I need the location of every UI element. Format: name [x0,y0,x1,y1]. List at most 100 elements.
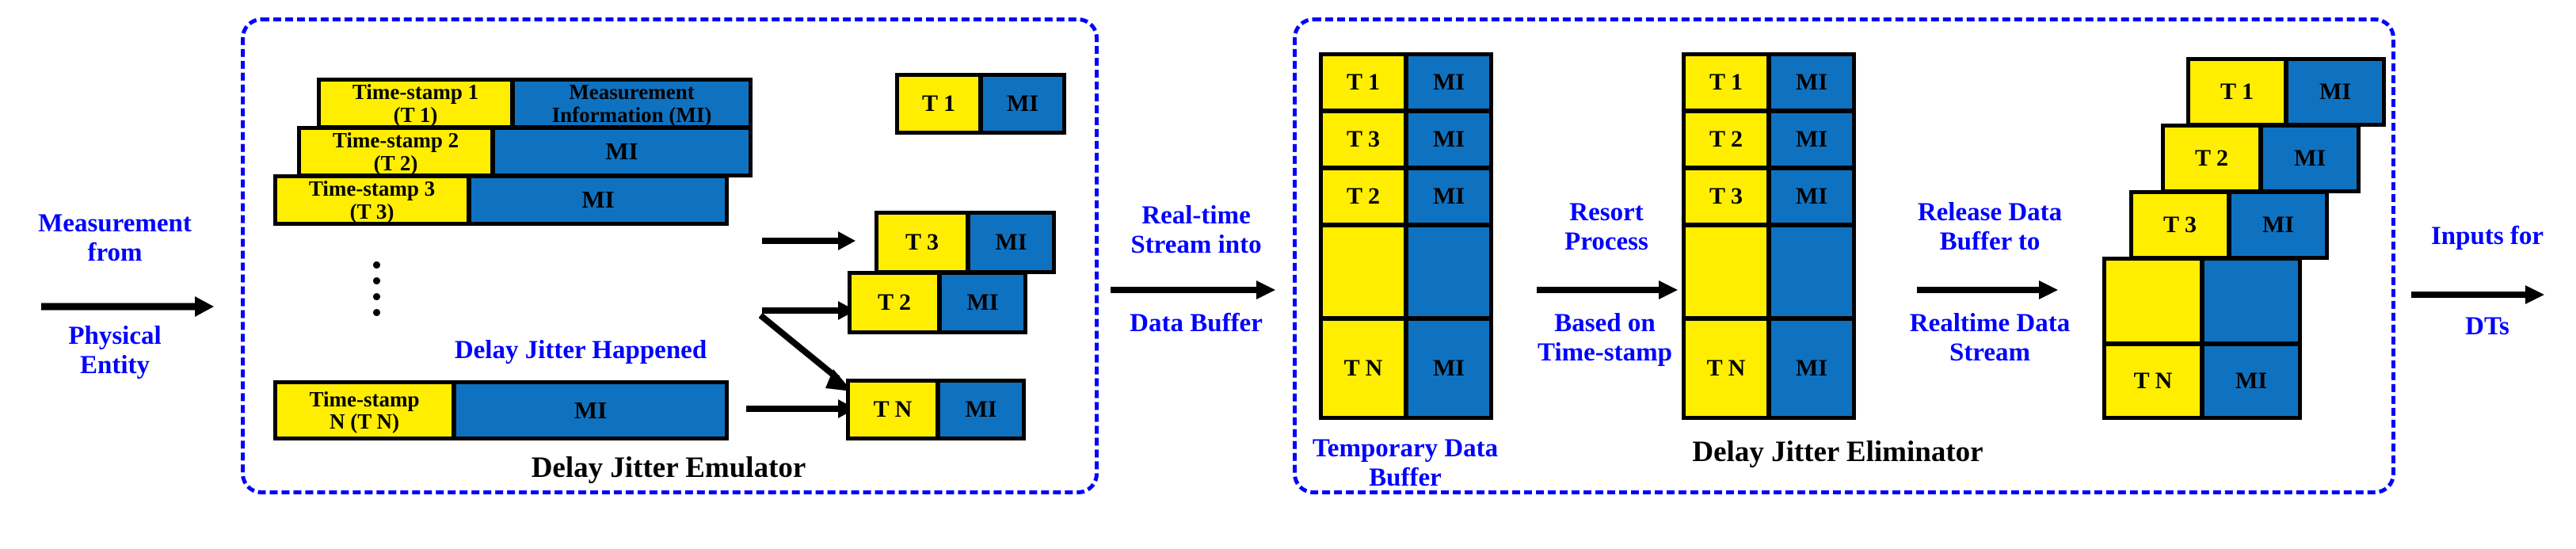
buffer-row-5-timestamp: T N [1319,317,1408,420]
released-packet-2-timestamp: T 2 [2161,124,2262,193]
released-packet-5-timestamp: T N [2102,342,2204,420]
realtime-stream-label-bottom: Data Buffer [1130,309,1263,337]
sorted-row-3-mi-label: MI [1796,183,1827,210]
sorted-row-2-timestamp-label: T 2 [1709,126,1743,153]
delay-jitter-happened-label: Delay Jitter Happened [454,336,707,364]
emulator-output-tn-mi-label: MI [965,396,997,423]
emulator-row-2-timestamp-label: Time-stamp 2 (T 2) [332,128,459,175]
temporary-data-buffer-label: Temporary Data Buffer [1312,434,1499,492]
released-packet-1-mi: MI [2284,57,2386,127]
buffer-row-3-mi-label: MI [1433,183,1465,210]
emulator-output-t3-mi-label: MI [995,229,1027,256]
released-packet-3-timestamp: T 3 [2129,190,2231,260]
emulator-output-t1-mi-label: MI [1007,90,1038,117]
buffer-row-2-mi-label: MI [1433,126,1465,153]
buffer-row-5-timestamp-label: T N [1343,355,1383,382]
buffer-row-1-timestamp-label: T 1 [1347,69,1380,96]
sorted-row-2-mi: MI [1767,109,1856,170]
sorted-row-4-mi [1767,223,1856,320]
sorted-row-5-mi-label: MI [1796,355,1827,382]
buffer-row-3-timestamp: T 2 [1319,166,1408,227]
sorted-row-1-timestamp: T 1 [1682,52,1770,112]
emulator-row-n-mi: MI [452,380,729,440]
delay-jitter-eliminator-panel [1293,17,2395,494]
release-data-buffer-label-top: Release Data Buffer to [1917,198,2063,256]
emulator-row-3-timestamp-label: Time-stamp 3 (T 3) [308,177,436,223]
delay-jitter-emulator-label: Delay Jitter Emulator [531,452,806,484]
measurement-from-label: Measurement from [38,209,192,267]
realtime-stream-arrow [1111,280,1275,299]
emulator-arrow-t2 [762,301,855,320]
sorted-row-2-mi-label: MI [1796,126,1827,153]
emulator-output-t2-mi-label: MI [966,289,999,316]
emulator-output-t1-timestamp-label: T 1 [922,90,955,117]
input-arrow [41,296,214,317]
buffer-row-2-timestamp: T 3 [1319,109,1408,170]
buffer-row-1-mi-label: MI [1433,69,1465,96]
released-packet-2-mi: MI [2259,124,2361,193]
released-packet-5-mi-label: MI [2235,368,2267,395]
released-packet-4-mi [2201,257,2302,345]
delay-jitter-eliminator-label: Delay Jitter Eliminator [1692,436,1983,468]
emulator-arrow-diagonal [759,314,852,391]
resort-process-label-bottom: Based on Time-stamp [1538,309,1672,367]
emulator-output-t3-timestamp-label: T 3 [905,229,939,256]
released-packet-3-mi-label: MI [2262,212,2294,238]
emulator-arrow-t3 [762,231,855,250]
emulator-row-n-timestamp-label: Time-stamp N (T N) [309,387,420,433]
sorted-row-5-timestamp: T N [1682,317,1770,420]
emulator-output-t2-timestamp: T 2 [848,271,941,334]
emulator-output-t3-timestamp: T 3 [875,211,970,274]
inputs-for-label: Inputs for [2430,222,2544,250]
physical-entity-label: Physical Entity [68,322,162,379]
emulator-vertical-ellipsis [372,261,380,325]
dts-label: DTs [2465,312,2509,341]
buffer-row-3-mi: MI [1404,166,1493,227]
buffer-row-1-mi: MI [1404,52,1493,112]
emulator-output-t2-timestamp-label: T 2 [878,289,911,316]
sorted-row-4-timestamp [1682,223,1770,320]
sorted-row-5-timestamp-label: T N [1706,355,1746,382]
emulator-row-3-mi: MI [467,174,729,226]
emulator-row-n-timestamp: Time-stamp N (T N) [273,380,455,440]
sorted-row-1-mi: MI [1767,52,1856,112]
release-data-buffer-label-bottom: Realtime Data Stream [1909,309,2071,367]
released-packet-5-mi: MI [2201,342,2302,420]
sorted-row-3-timestamp-label: T 3 [1709,183,1743,210]
released-packet-4-timestamp [2102,257,2204,345]
emulator-output-t1-mi: MI [979,73,1066,135]
sorted-row-5-mi: MI [1767,317,1856,420]
resort-process-arrow [1537,280,1678,299]
emulator-row-1-mi-label: Measurement Information (MI) [551,80,712,127]
sorted-row-1-timestamp-label: T 1 [1709,69,1743,96]
sorted-row-1-mi-label: MI [1796,69,1827,96]
emulator-row-2-mi: MI [491,126,753,177]
delay-jitter-emulator-panel [241,17,1099,494]
buffer-row-1-timestamp: T 1 [1319,52,1408,112]
emulator-row-3-mi-label: MI [581,185,615,214]
buffer-row-2-mi: MI [1404,109,1493,170]
emulator-row-3-timestamp: Time-stamp 3 (T 3) [273,174,471,226]
release-data-buffer-arrow [1917,280,2058,299]
buffer-row-2-timestamp-label: T 3 [1347,126,1380,153]
released-packet-1-timestamp-label: T 1 [2220,78,2254,105]
buffer-row-4-mi [1404,223,1493,320]
emulator-row-1-timestamp-label: Time-stamp 1 (T 1) [352,80,479,127]
emulator-output-t1-timestamp: T 1 [895,73,982,135]
emulator-arrow-tn [746,399,855,418]
emulator-row-1-mi: Measurement Information (MI) [511,78,753,129]
released-packet-2-mi-label: MI [2294,145,2326,172]
sorted-row-2-timestamp: T 2 [1682,109,1770,170]
sorted-row-3-mi: MI [1767,166,1856,227]
resort-process-label-top: Resort Process [1564,198,1648,256]
buffer-row-3-timestamp-label: T 2 [1347,183,1380,210]
emulator-output-tn-mi: MI [936,379,1026,440]
emulator-output-t2-mi: MI [938,271,1027,334]
emulator-row-2-timestamp: Time-stamp 2 (T 2) [297,126,494,177]
output-arrow [2411,285,2544,304]
sorted-row-3-timestamp: T 3 [1682,166,1770,227]
emulator-row-1-timestamp: Time-stamp 1 (T 1) [317,78,514,129]
emulator-output-t3-mi: MI [966,211,1056,274]
emulator-output-tn-timestamp-label: T N [873,396,913,423]
